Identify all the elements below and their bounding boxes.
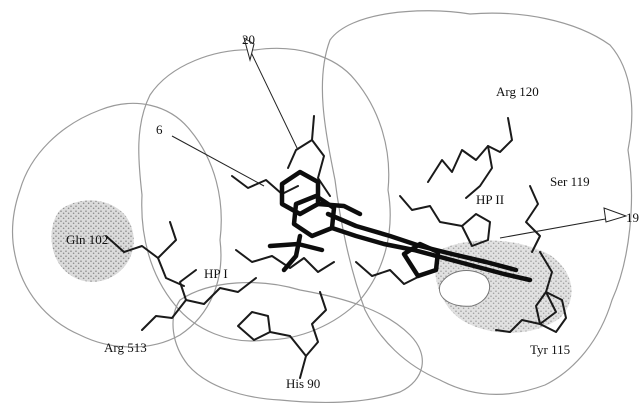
surface-left-shadow	[51, 200, 134, 282]
ligand-chain-d	[315, 201, 363, 217]
label-arg513: Arg 513	[104, 340, 147, 355]
leader-6	[171, 135, 265, 187]
stick-tyr115	[495, 251, 557, 333]
binding-pocket-cavity	[439, 270, 490, 307]
stick-arg120-branch	[465, 145, 493, 199]
stick-right-ring-link	[399, 195, 463, 227]
stick-gln102	[105, 221, 177, 259]
stick-arg120	[427, 117, 513, 183]
stick-his90-link	[269, 331, 307, 357]
stick-center-vertical	[311, 115, 331, 197]
label-19: 19	[626, 210, 639, 225]
leader-19-arrow	[603, 207, 628, 223]
stick-gln102-branch	[157, 257, 185, 287]
label-ser119: Ser 119	[550, 174, 590, 189]
stick-right-ring	[461, 213, 491, 247]
stick-arg513	[141, 277, 257, 331]
label-20: 20	[242, 32, 255, 47]
ligand-chain-e	[267, 241, 325, 253]
leader-20-arrow	[243, 36, 255, 62]
stick-arg513-branch	[179, 269, 197, 301]
label-his90: His 90	[286, 376, 320, 391]
labels: 20 6 Arg 120 Ser 119 HP II 19 Gln 102 HP…	[66, 32, 639, 391]
ligand-ring-c	[401, 241, 441, 279]
stick-his90	[299, 291, 327, 379]
label-6: 6	[156, 122, 163, 137]
stick-mid-lower	[355, 261, 421, 285]
stick-ser119	[525, 185, 541, 253]
stick-hp1-chain	[235, 249, 335, 273]
residue-sticks	[105, 115, 567, 379]
ligand-molecules	[267, 169, 533, 283]
stick-left-upper	[231, 175, 299, 195]
leader-19	[499, 215, 623, 239]
label-arg120: Arg 120	[496, 84, 539, 99]
stick-center-branch	[287, 139, 313, 169]
label-hp2: HP II	[476, 192, 504, 207]
label-hp1: HP I	[204, 266, 228, 281]
surface-central-lobe	[138, 47, 391, 342]
leader-20	[247, 45, 299, 151]
label-gln102: Gln 102	[66, 232, 108, 247]
stick-his90-ring	[237, 311, 271, 341]
surface-left-lobe	[11, 102, 222, 348]
label-tyr115: Tyr 115	[530, 342, 570, 357]
stick-tyr115-ring	[535, 291, 567, 333]
surface-bottom-lobe	[172, 281, 423, 403]
ligand-chain-a	[329, 225, 533, 283]
leader-lines	[171, 36, 628, 239]
